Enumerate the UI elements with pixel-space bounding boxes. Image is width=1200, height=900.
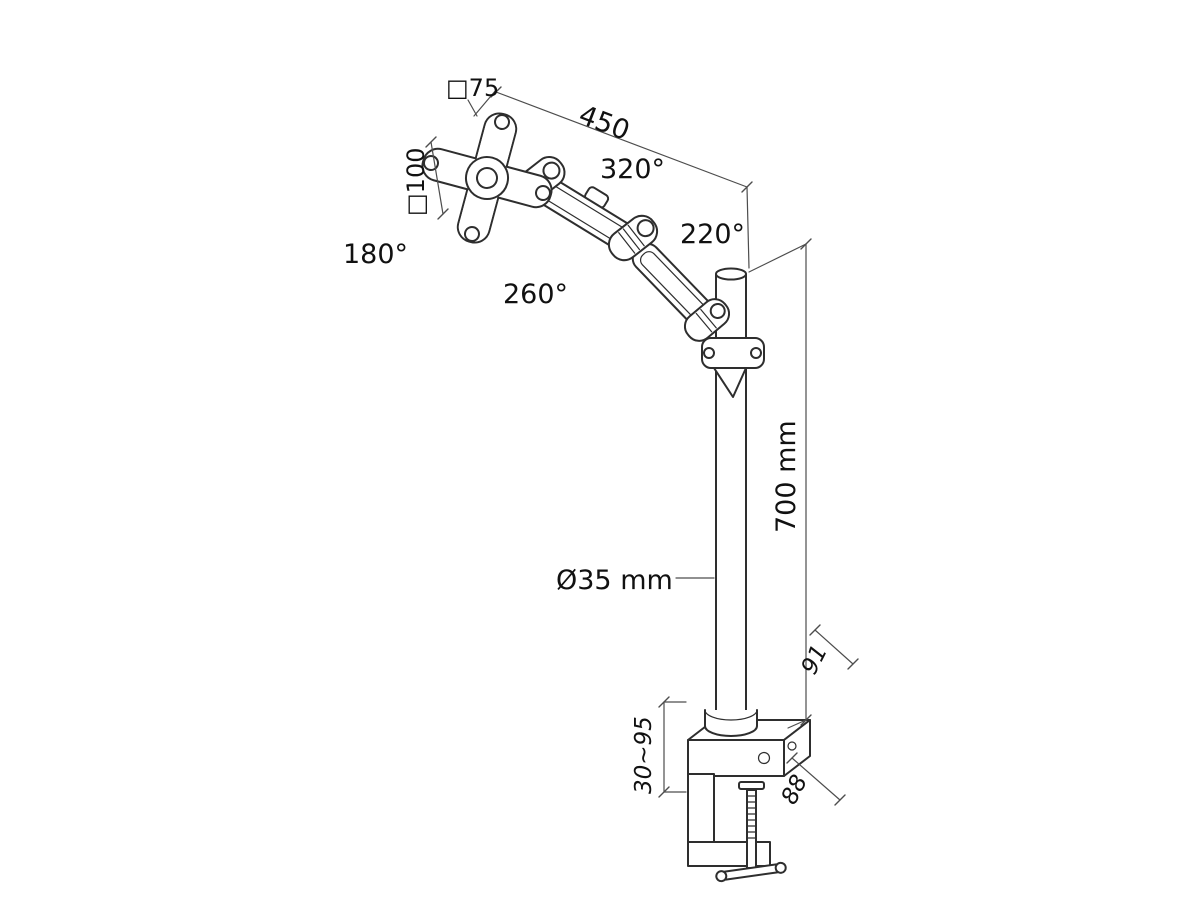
pole-socket-boss	[704, 709, 758, 737]
vesa-hole-tr	[494, 113, 511, 130]
clamp-c-arm	[687, 773, 715, 847]
desk-clamp	[687, 709, 811, 883]
pole-top-cap	[715, 267, 747, 281]
dim-label-rotation-320: 320°	[600, 154, 665, 185]
dim-label-pole-height: 700 mm	[771, 420, 802, 533]
lower-joint-ribs	[695, 308, 717, 333]
mid-joint	[607, 214, 659, 262]
dimension-ticks	[425, 86, 859, 806]
ext-line-450-right	[746, 186, 750, 269]
lower-joint-cap	[709, 303, 726, 320]
dim-label-pole-diameter: Ø35 mm	[556, 565, 673, 596]
ext-line-700-bottom	[787, 719, 807, 729]
pole-socket-rim	[704, 709, 758, 721]
clamp-bottom-jaw	[687, 841, 771, 867]
clamp-screwhead-front	[757, 751, 771, 765]
dim-label-vesa-width: □75	[446, 74, 499, 102]
dim-line-450	[495, 91, 748, 188]
dimension-labels: □75 □100 450 320° 220° 180° 260° 700 mm …	[343, 74, 833, 809]
bracket-bolt-right	[750, 347, 762, 359]
dim-label-vesa-height: □100	[402, 148, 430, 216]
leader-line-vesa75	[467, 99, 478, 117]
clamp-front-face	[687, 739, 785, 777]
dim-label-clamp-range: 30~95	[631, 716, 657, 794]
vesa-plate	[421, 112, 553, 244]
vesa-center-pivot	[476, 167, 498, 189]
clamp-screw-handle	[715, 861, 787, 883]
clamp-screw-pad	[738, 781, 765, 790]
lower-joint	[683, 298, 731, 342]
vesa-hole-bl	[463, 226, 480, 243]
clamp-screwhead-side	[787, 741, 797, 751]
ext-line-700-top	[748, 243, 807, 273]
bracket-lever	[713, 367, 747, 398]
mid-joint-cap	[636, 219, 655, 238]
vesa-hinge-cap	[542, 161, 561, 180]
dim-label-rotation-220: 220°	[680, 219, 745, 250]
pole-bracket	[701, 337, 765, 398]
vesa-hole-br	[535, 185, 552, 202]
dimension-lines	[425, 86, 859, 806]
dim-label-rotation-180: 180°	[343, 239, 408, 270]
dim-line-91	[814, 629, 854, 665]
bracket-bolt-left	[703, 347, 715, 359]
ext-line-450-left	[473, 89, 497, 117]
dim-line-vesa100	[430, 141, 444, 215]
dim-line-88	[791, 757, 841, 801]
monitor-arm-drawing	[421, 112, 811, 883]
clamp-screw-threads	[746, 795, 757, 839]
dim-label-clamp-depth: 91	[797, 641, 833, 679]
dim-label-arm-reach: 450	[574, 100, 633, 147]
dim-label-rotation-260: 260°	[503, 279, 568, 310]
handle-end-right	[774, 861, 787, 874]
handle-end-left	[715, 870, 728, 883]
mid-joint-ribs	[618, 224, 645, 254]
